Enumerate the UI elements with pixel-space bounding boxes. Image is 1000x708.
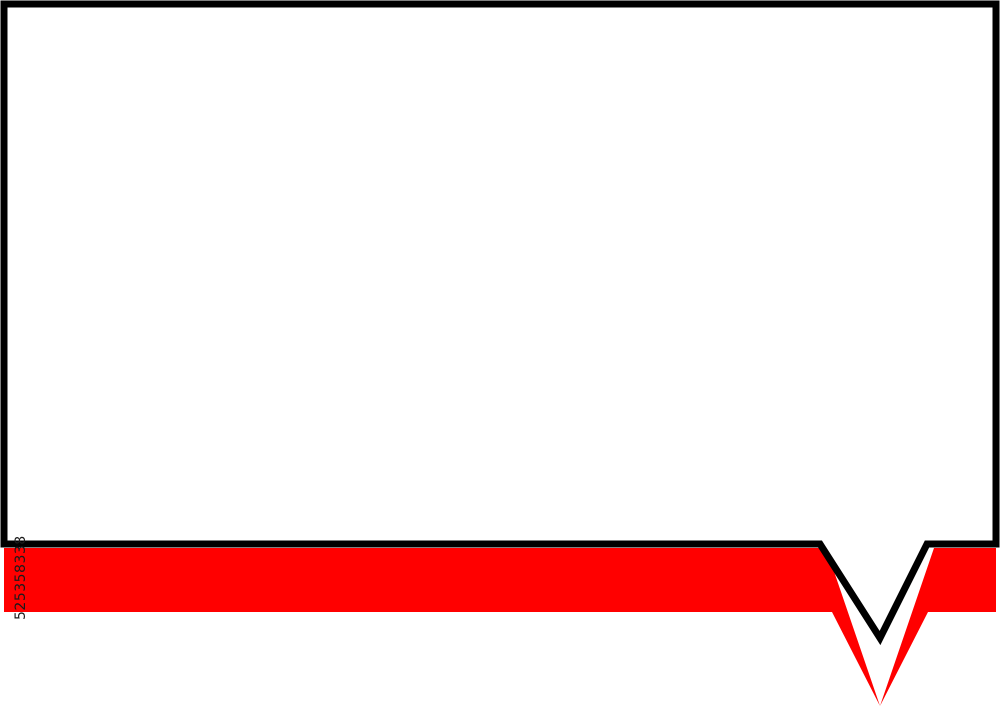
stock-image-id: 525358338 (13, 535, 29, 620)
red-ribbon-shape (4, 548, 996, 706)
speech-bubble-outline (0, 0, 1000, 646)
